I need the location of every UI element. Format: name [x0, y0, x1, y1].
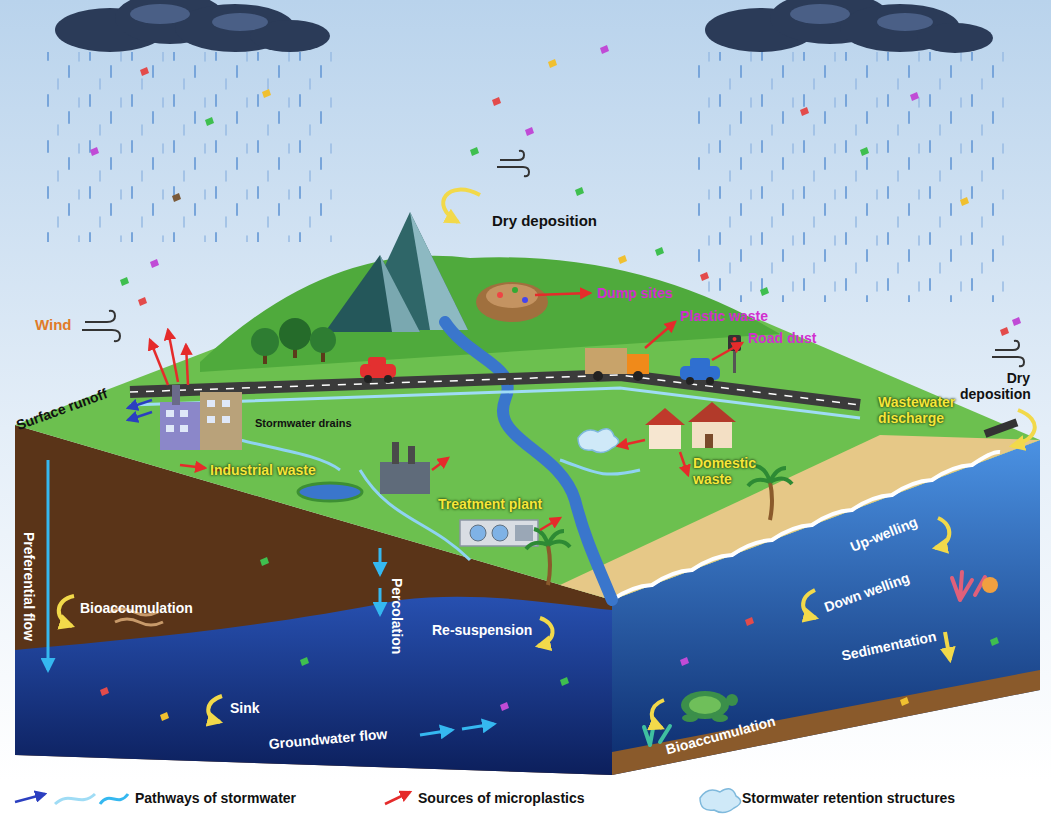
process-label: Re-suspension — [432, 622, 532, 638]
process-label: Bioaccumulation — [80, 600, 193, 616]
source-label: Plastic waste — [680, 308, 768, 324]
legend-text: Sources of microplastics — [418, 790, 585, 806]
legend-samples — [15, 789, 741, 813]
legend-text: Stormwater retention structures — [742, 790, 955, 806]
source-label: Road dust — [748, 330, 816, 346]
process-label: Dry deposition — [960, 370, 1030, 402]
legend-text: Pathways of stormwater — [135, 790, 296, 806]
process-label: Up-welling — [848, 513, 920, 554]
process-label: Bioaccumulation — [664, 713, 777, 758]
pathway-label: Stormwater drains — [255, 417, 352, 430]
wind-label: Wind — [35, 316, 72, 333]
pathway-label: Surface runoff — [14, 385, 109, 433]
process-label: Sink — [230, 700, 260, 716]
process-label: Groundwater flow — [268, 726, 388, 752]
source-label: Domestic waste — [693, 455, 765, 487]
process-label: Down welling — [822, 569, 912, 615]
source-label: Dump sites — [597, 285, 672, 301]
process-label: Percolation — [389, 578, 405, 654]
process-label: Dry deposition — [492, 212, 597, 229]
process-label: Preferential flow — [21, 532, 37, 641]
source-label: Wastewater discharge — [878, 394, 973, 426]
source-label: Industrial waste — [210, 462, 316, 478]
process-label: Sedimentation — [840, 628, 938, 664]
source-label: Treatment plant — [438, 496, 542, 512]
